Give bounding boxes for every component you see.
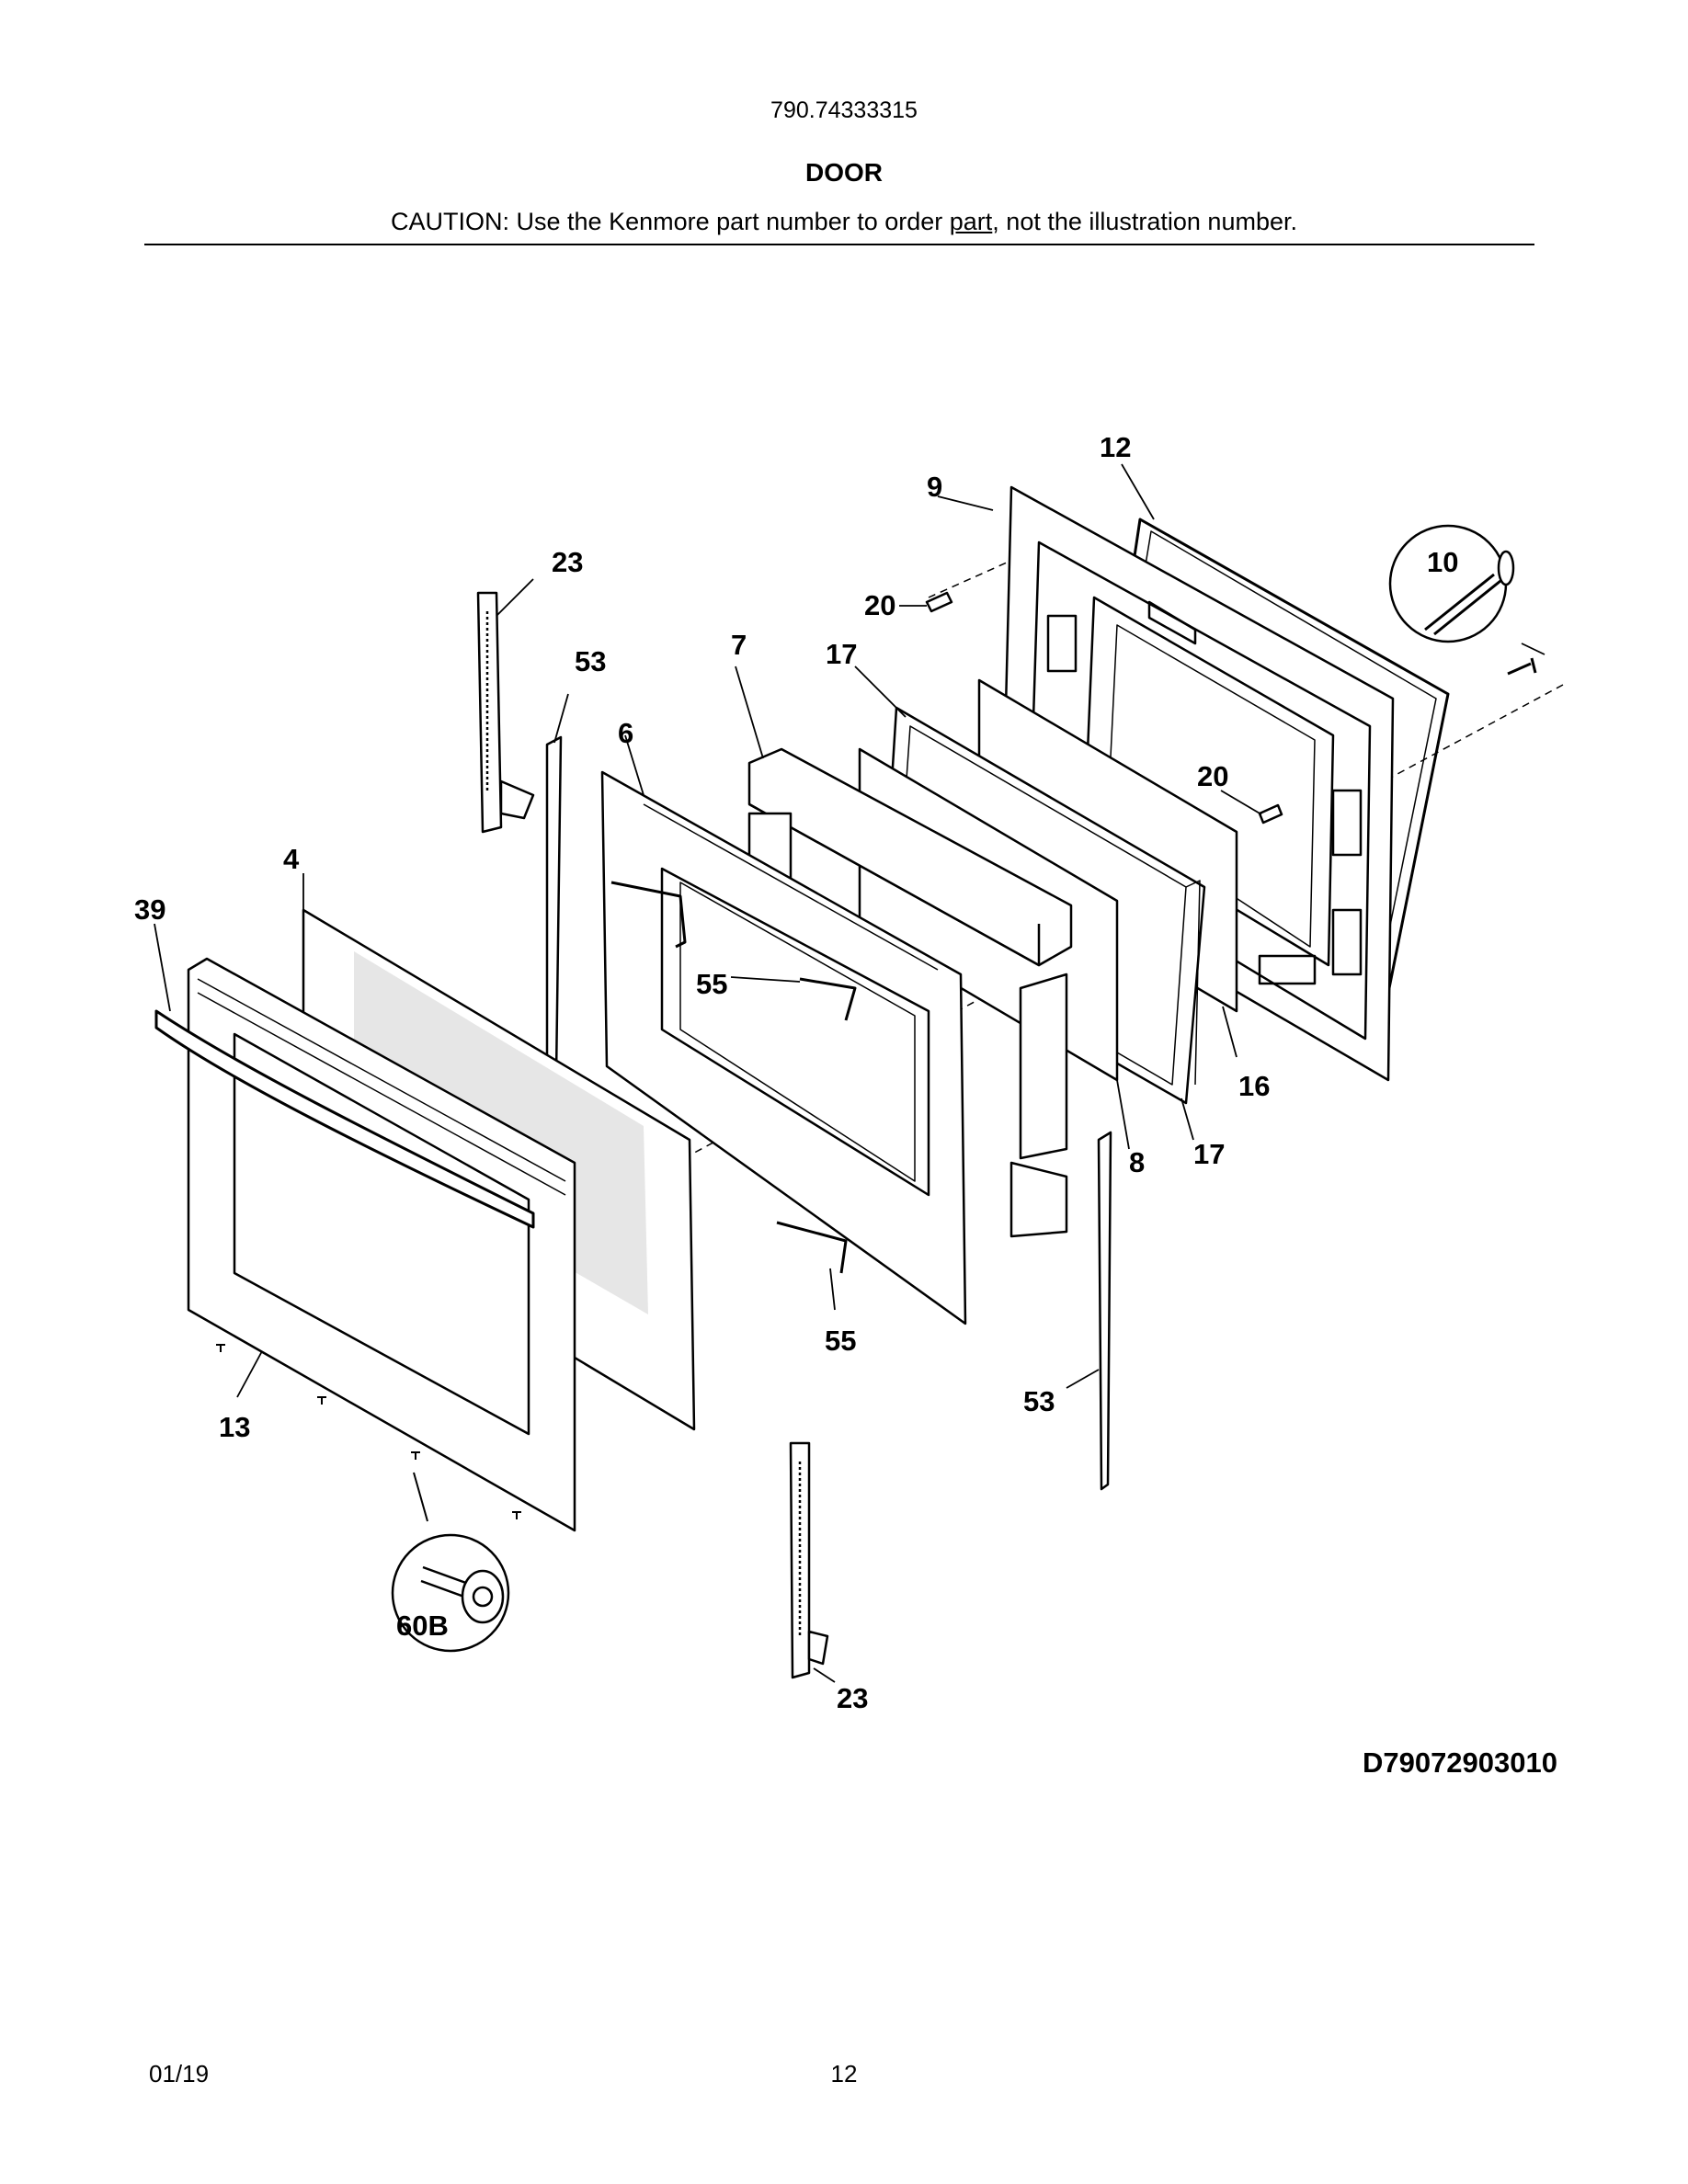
footer-page-number: 12 <box>830 2060 858 2087</box>
door-clip-part-right <box>1258 803 1283 825</box>
callout-8: 8 <box>1129 1146 1145 1178</box>
leader-lines <box>154 463 1545 1683</box>
callout-20-upper: 20 <box>864 589 895 621</box>
door-screws <box>216 1344 521 1519</box>
screw-axis-line <box>928 562 1008 598</box>
callout-17-lower: 17 <box>1193 1138 1225 1170</box>
outer-door-part <box>154 957 576 1532</box>
callout-39: 39 <box>134 893 165 926</box>
callout-60b: 60B <box>396 1610 449 1642</box>
callout-20-lower: 20 <box>1197 760 1228 792</box>
callout-53-upper: 53 <box>575 645 606 677</box>
side-trim-part-lower <box>1097 1131 1112 1491</box>
section-title: DOOR <box>805 158 883 187</box>
caution-text-end: , not the illustration number. <box>992 208 1297 235</box>
callout-13: 13 <box>219 1411 250 1443</box>
callout-10: 10 <box>1427 546 1458 578</box>
callout-9: 9 <box>927 471 942 503</box>
callout-23-lower: 23 <box>837 1682 868 1714</box>
callout-23-upper: 23 <box>552 546 583 578</box>
callout-16: 16 <box>1238 1070 1270 1102</box>
hinge-bracket-part-lower <box>776 1221 848 1274</box>
hinge-lower-part <box>789 1441 829 1679</box>
side-trim-part <box>545 735 563 1082</box>
footer-date: 01/19 <box>149 2060 210 2087</box>
callout-4: 4 <box>283 843 300 875</box>
loose-screw-icon <box>1507 657 1537 676</box>
screw-detail-icon <box>1424 573 1501 636</box>
caution-text: CAUTION: Use the Kenmore part number to … <box>391 208 950 235</box>
door-handle-part <box>154 1009 535 1229</box>
callout-7: 7 <box>731 629 747 661</box>
callout-55-lower: 55 <box>825 1325 856 1357</box>
model-number: 790.74333315 <box>770 97 918 123</box>
callout-17-upper: 17 <box>826 638 857 670</box>
callout-53-lower: 53 <box>1023 1385 1055 1417</box>
drawing-code: D79072903010 <box>1362 1746 1557 1779</box>
hinge-upper-part <box>476 591 535 834</box>
insulation-part <box>747 747 1073 1238</box>
callout-12: 12 <box>1100 431 1131 463</box>
hinge-bracket-part <box>610 881 857 1021</box>
door-clip-part <box>925 591 953 613</box>
header-rule <box>144 244 1534 245</box>
caution-note: CAUTION: Use the Kenmore part number to … <box>0 208 1688 236</box>
caution-underlined-word: part <box>949 208 993 235</box>
door-inner-panel-part <box>600 770 967 1325</box>
callout-6: 6 <box>618 717 633 749</box>
callout-55-upper: 55 <box>696 968 727 1000</box>
